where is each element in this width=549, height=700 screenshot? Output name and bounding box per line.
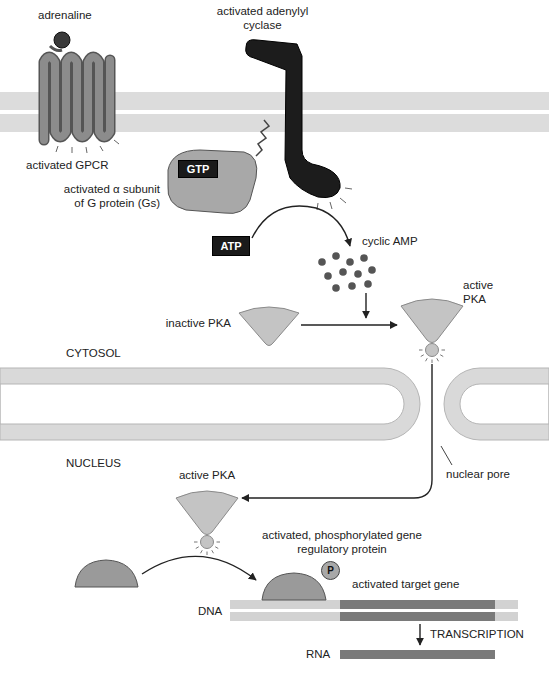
target-gene — [340, 600, 495, 609]
receptor-helices — [44, 57, 110, 140]
envelope-right — [444, 368, 549, 440]
pka-enzyme: inactive PKA — [237, 303, 301, 347]
annotation-label: activated adenylyl cyclase — [205, 4, 320, 32]
activation-ray — [426, 358, 428, 361]
leader-line — [441, 446, 452, 465]
activation-ray — [440, 355, 443, 357]
annotation-label: DNA — [198, 604, 222, 618]
camp-dots — [318, 252, 376, 292]
pka-enzyme: active PKA — [172, 484, 242, 556]
activation-arrow — [301, 324, 397, 325]
activation-ray — [194, 542, 198, 543]
annotation-label: cyclic AMP — [362, 234, 418, 248]
transcription-arrow — [419, 624, 420, 645]
kinase-body — [176, 491, 238, 535]
activation-ray — [437, 358, 439, 361]
annotation-label: activated target gene — [352, 577, 459, 591]
node-text: ATP — [220, 240, 241, 252]
activation-ray — [207, 552, 208, 556]
activation-ray — [432, 360, 433, 364]
catalytic-site — [426, 344, 439, 357]
receptor-outline — [44, 57, 110, 140]
kinase-body — [239, 307, 299, 346]
reaction-arrow — [252, 206, 350, 246]
molecule-box: ATP — [212, 236, 250, 256]
activation-ray — [442, 350, 446, 351]
activation-ray — [201, 550, 203, 553]
pka-shape — [397, 292, 467, 364]
annotation-label: adrenaline — [38, 8, 92, 22]
lipid-anchor — [256, 120, 269, 156]
annotation-label: activated, phosphorylated gene regulator… — [262, 528, 422, 556]
dna-strand — [230, 600, 518, 609]
annotation-label: nuclear pore — [446, 467, 510, 481]
activation-ray — [217, 542, 221, 543]
activation-rays — [317, 188, 352, 210]
node-text: GTP — [187, 163, 210, 175]
dna-strand — [230, 612, 518, 621]
activation-ray — [215, 547, 218, 549]
annotation-label: CYTOSOL — [66, 346, 121, 360]
catalytic-site — [201, 536, 214, 549]
annotation-label: activated GPCR — [26, 158, 108, 172]
activation-rays — [56, 140, 119, 153]
pka-shape — [237, 303, 301, 347]
activation-ray — [421, 355, 424, 357]
inactive-regulatory-protein — [75, 560, 138, 587]
target-gene — [340, 612, 495, 621]
rna-strand — [340, 650, 495, 659]
adenylyl-cyclase — [246, 40, 352, 210]
node-label: active PKA — [152, 468, 262, 482]
g-alpha-subunit — [168, 150, 257, 213]
adrenaline-molecule — [54, 32, 70, 48]
pka-shape — [172, 484, 242, 556]
phosphorylated-protein — [262, 573, 326, 600]
gpcr — [44, 32, 119, 153]
node-text: P — [327, 565, 334, 576]
phosphate-circle: P — [321, 561, 340, 580]
annotation-label: activated α subunit of G protein (Gs) — [56, 182, 160, 210]
envelope-left — [0, 368, 420, 440]
activation-ray — [419, 350, 423, 351]
activation-ray — [212, 550, 214, 553]
annotation-label: RNA — [306, 647, 330, 661]
node-label: inactive PKA — [166, 316, 231, 330]
node-label: active PKA — [463, 278, 507, 306]
phosphorylation-arrow — [142, 556, 256, 580]
annotation-label: NUCLEUS — [66, 456, 121, 470]
nuclear-envelope — [0, 368, 549, 440]
cyclase-shape — [246, 40, 340, 198]
activation-arrow — [242, 364, 432, 498]
kinase-body — [401, 299, 463, 343]
pka-enzyme: active PKA — [397, 292, 467, 364]
molecule-box: GTP — [178, 160, 218, 178]
activation-ray — [196, 547, 199, 549]
annotation-label: TRANSCRIPTION — [430, 627, 524, 641]
dna — [230, 600, 518, 621]
g-protein — [168, 120, 269, 213]
camp-arrow — [365, 293, 366, 318]
